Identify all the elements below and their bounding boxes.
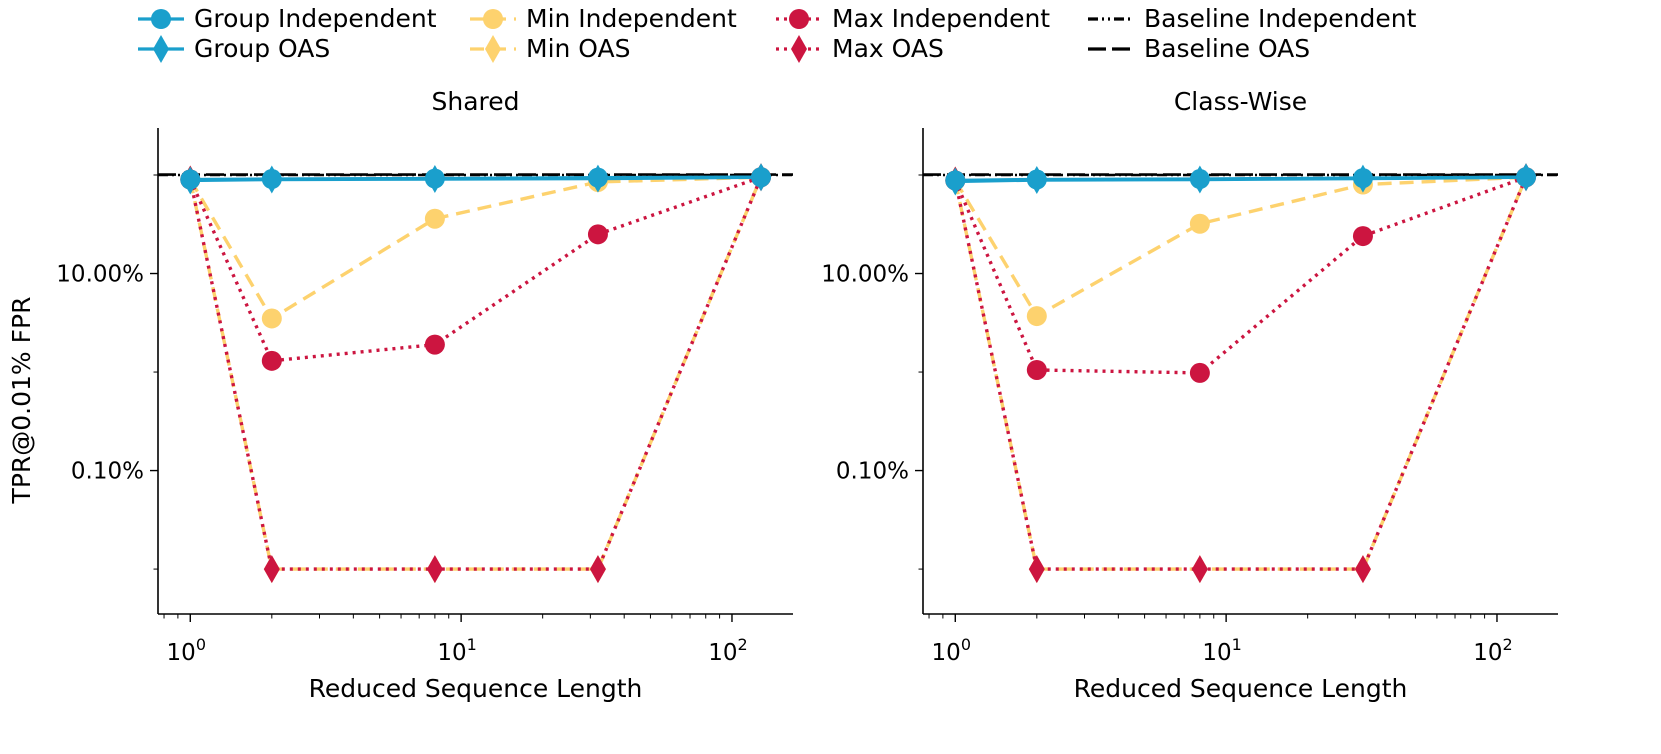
x-tick-label: 101: [1202, 635, 1241, 666]
x-axis-label: Reduced Sequence Length: [1074, 674, 1408, 703]
point-min-independent: [261, 308, 282, 329]
y-tick-label: 10.00%: [56, 262, 144, 288]
series-group-independent: [180, 167, 772, 190]
legend-label-min-oas: Min OAS: [526, 34, 631, 63]
legend-entry-min-oas: Min OAS: [470, 34, 631, 63]
legend-entry-min-independent: Min Independent: [470, 4, 737, 33]
point-group-independent: [261, 169, 282, 190]
legend-entry-max-oas: Max OAS: [776, 34, 944, 63]
x-tick-label: 100: [932, 635, 971, 666]
point-max-independent: [424, 334, 445, 355]
point-min-independent: [1189, 213, 1210, 234]
point-max-independent: [261, 350, 282, 371]
x-tick-label: 101: [437, 635, 476, 666]
point-min-independent: [424, 208, 445, 229]
x-tick-label: 102: [708, 635, 747, 666]
legend-entry-group-oas: Group OAS: [138, 34, 330, 63]
series-group-independent: [945, 167, 1537, 191]
series-max-oas: [182, 163, 770, 584]
point-max-oas: [589, 555, 606, 584]
legend-entry-baseline-independent: Baseline Independent: [1088, 4, 1417, 33]
legend-label-max-independent: Max Independent: [832, 4, 1050, 33]
x-tick-label: 100: [167, 635, 206, 666]
series-max-independent: [180, 167, 772, 371]
legend-label-group-oas: Group OAS: [194, 34, 330, 63]
point-max-independent: [1026, 359, 1047, 380]
point-max-oas: [263, 555, 280, 584]
legend-marker-min-independent: [483, 9, 503, 29]
x-axis-label: Reduced Sequence Length: [309, 674, 643, 703]
series-max-independent: [945, 167, 1537, 383]
point-group-independent: [424, 168, 445, 189]
point-group-independent: [1026, 169, 1047, 190]
point-max-oas: [1028, 555, 1045, 584]
legend-label-group-independent: Group Independent: [194, 4, 437, 33]
legend-marker-min-oas: [485, 35, 501, 63]
point-group-independent: [1516, 167, 1537, 188]
series-line-max-oas: [188, 176, 763, 571]
legend-marker-group-oas: [153, 35, 169, 63]
series-line-min-independent: [953, 175, 1527, 318]
series-line-max-independent: [953, 175, 1527, 375]
legend-label-baseline-independent: Baseline Independent: [1144, 4, 1417, 33]
legend-entry-max-independent: Max Independent: [776, 4, 1050, 33]
point-group-independent: [945, 170, 966, 191]
legend-entry-group-independent: Group Independent: [138, 4, 437, 33]
y-tick-label: 0.10%: [71, 459, 144, 485]
point-max-independent: [587, 224, 608, 245]
x-tick-label: 102: [1473, 635, 1512, 666]
series-line-min-independent: [188, 175, 762, 321]
point-group-independent: [1352, 168, 1373, 189]
panel-title: Shared: [431, 87, 519, 116]
point-max-oas: [1191, 555, 1208, 584]
series-min-independent: [180, 167, 772, 329]
series-min-independent: [945, 167, 1537, 327]
legend-label-max-oas: Max OAS: [832, 34, 944, 63]
point-max-oas: [1354, 555, 1371, 584]
point-group-independent: [751, 167, 772, 188]
series-line-min-oas: [188, 176, 763, 571]
legend-marker-max-independent: [789, 9, 809, 29]
point-max-independent: [1352, 226, 1373, 247]
series-line-max-independent: [188, 175, 762, 363]
legend-marker-max-oas: [791, 35, 807, 63]
point-max-oas: [426, 555, 443, 584]
point-group-independent: [587, 167, 608, 188]
point-max-independent: [1189, 362, 1210, 383]
point-group-independent: [180, 169, 201, 190]
y-tick-label: 10.00%: [821, 262, 909, 288]
legend: Group Independent Min Independent Max Inde…: [138, 4, 1417, 63]
legend-marker-group-independent: [151, 9, 171, 29]
legend-label-baseline-oas: Baseline OAS: [1144, 34, 1310, 63]
panel-title: Class-Wise: [1174, 87, 1307, 116]
point-group-independent: [1189, 169, 1210, 190]
legend-label-min-independent: Min Independent: [526, 4, 737, 33]
y-axis-label: TPR@0.01% FPR: [7, 297, 36, 505]
legend-entry-baseline-oas: Baseline OAS: [1088, 34, 1310, 63]
point-min-independent: [1026, 306, 1047, 327]
y-tick-label: 0.10%: [836, 459, 909, 485]
